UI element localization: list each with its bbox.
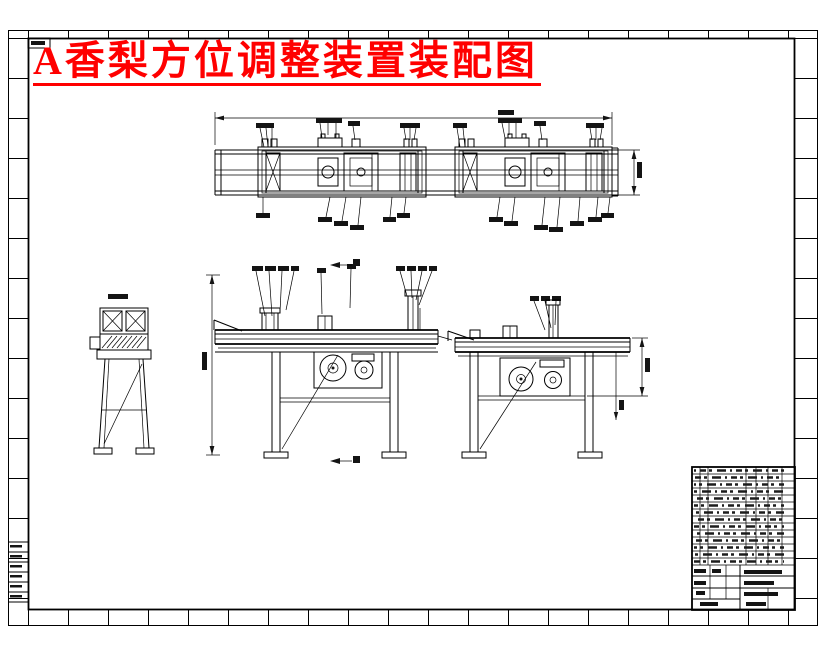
- motor-pulley: [354, 360, 374, 380]
- section-mark-bottom: [330, 456, 360, 464]
- top-zone-ticks: [28, 30, 794, 38]
- right-module: [454, 133, 613, 198]
- dimension-text-mark: [619, 400, 624, 410]
- dimension-text-mark: [637, 162, 642, 178]
- side-view: [89, 294, 155, 455]
- depth-dimension: [618, 149, 642, 196]
- right-dimensions: [587, 337, 650, 420]
- motor-drive: [313, 351, 383, 389]
- front-view-right: [447, 296, 650, 459]
- bom-text-marks: [694, 469, 784, 563]
- right-zone-ticks: [795, 38, 818, 609]
- side-motor: [89, 336, 101, 350]
- sheet-frame: [8, 30, 818, 626]
- drive-pulley: [319, 354, 347, 382]
- drawing-title: A香梨方位调整装置装配图: [33, 40, 541, 86]
- title-fields: [692, 565, 795, 610]
- motor-pulley: [544, 371, 562, 389]
- part-callouts-above: [256, 118, 604, 148]
- dimension-text-mark: [645, 358, 650, 372]
- dimension-text-mark: [498, 110, 514, 115]
- table-top: [447, 299, 631, 353]
- revision-strip: [8, 541, 28, 603]
- section-mark-top: [330, 259, 360, 268]
- motor-drive: [499, 357, 571, 397]
- left-module: [257, 133, 427, 198]
- bom-grid: [692, 467, 795, 566]
- height-dimension: [202, 274, 220, 456]
- corner-label-box: [27, 37, 51, 49]
- drive-pulley: [508, 366, 534, 392]
- front-view-left: [202, 259, 453, 464]
- overall-width-dimension: [214, 110, 613, 145]
- title-block: [691, 466, 796, 611]
- table-legs: [458, 352, 628, 459]
- table-top: [213, 289, 453, 345]
- table-legs: [215, 347, 438, 459]
- part-callouts-below: [256, 196, 614, 232]
- view-label-mark: [108, 294, 128, 299]
- dimension-text-mark: [202, 352, 207, 370]
- top-plan-view: [214, 110, 642, 232]
- bottom-zone-ticks: [28, 610, 794, 626]
- left-zone-ticks: [8, 38, 28, 609]
